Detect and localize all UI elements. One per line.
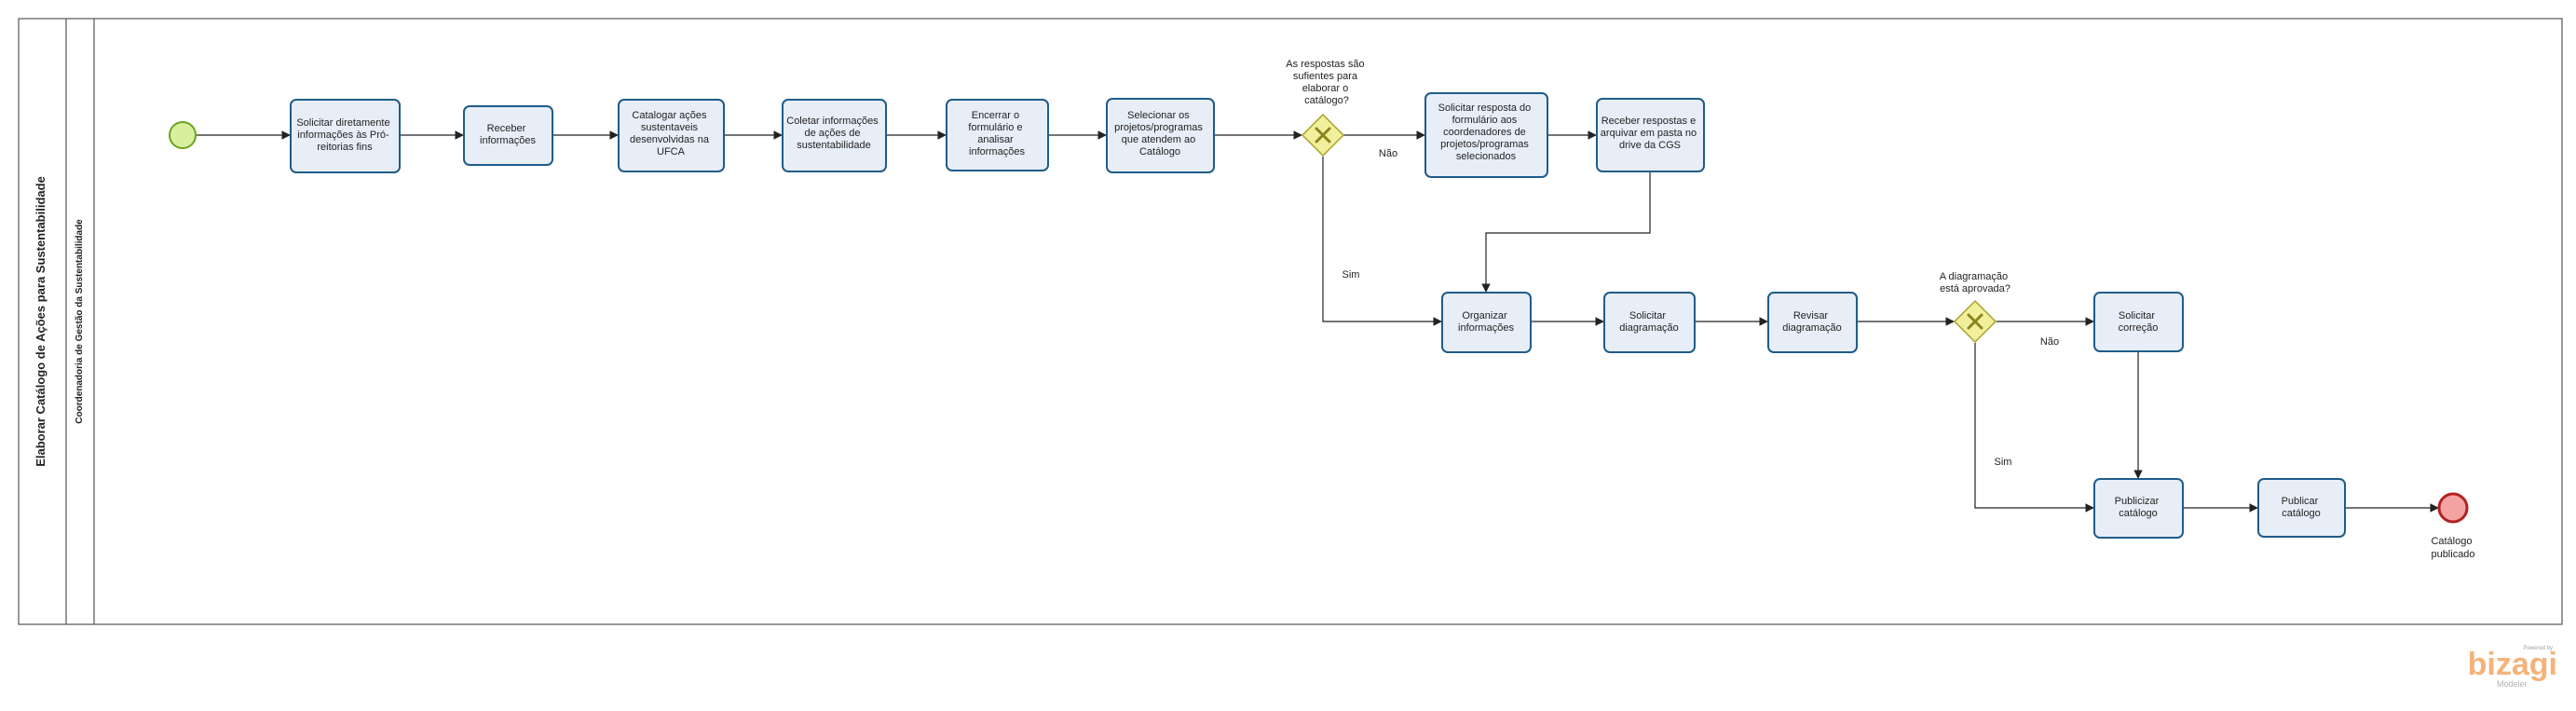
task-label: Receber respostas e arquivar em pasta no… <box>1601 116 1699 151</box>
task-encerrar-formulario[interactable]: Encerrar o formulário e analisar informa… <box>946 99 1049 171</box>
task-label: Publicizar catálogo <box>2115 496 2162 519</box>
task-label: Publicar catálogo <box>2282 496 2322 519</box>
task-receber-respostas[interactable]: Receber respostas e arquivar em pasta no… <box>1596 98 1705 172</box>
task-label: Solicitar resposta do formulário aos coo… <box>1438 103 1534 162</box>
task-label: Solicitar correção <box>2119 310 2159 334</box>
lane-title: Coordenadoria de Gestão da Sustentabilid… <box>75 219 85 424</box>
g2-no-label: Não <box>2040 336 2059 348</box>
x-icon <box>1967 313 1983 330</box>
gateway-diagramacao-aprovada[interactable]: A diagramação está aprovada? <box>1940 271 2010 344</box>
task-receber-informacoes[interactable]: Receber informações <box>463 105 553 166</box>
g1-no-label: Não <box>1379 148 1397 159</box>
task-label: Revisar diagramação <box>1782 310 1842 334</box>
flow-g1-t9 <box>1322 157 1442 326</box>
start-event[interactable] <box>169 121 197 149</box>
task-label: Catalogar ações sustentaveis desenvolvid… <box>630 110 712 157</box>
g1-yes-label: Sim <box>1343 269 1360 280</box>
end-event[interactable] <box>2437 492 2469 524</box>
end-event-label: Catálogo publicado <box>2431 536 2474 560</box>
flow-g2-t13 <box>1974 343 2094 513</box>
task-label: Encerrar o formulário e analisar informa… <box>968 110 1025 157</box>
task-solicitar-diagramacao[interactable]: Solicitar diagramação <box>1603 292 1696 353</box>
task-organizar-informacoes[interactable]: Organizar informações <box>1441 292 1532 353</box>
sequence-flows <box>197 130 2439 513</box>
task-solicitar-resposta[interactable]: Solicitar resposta do formulário aos coo… <box>1424 92 1548 178</box>
svg-text:Modeler: Modeler <box>2497 679 2528 689</box>
task-label: Coletar informações de ações de sustenta… <box>786 116 881 151</box>
task-publicizar-catalogo[interactable]: Publicizar catálogo <box>2093 478 2184 539</box>
x-icon <box>1315 127 1331 144</box>
task-revisar-diagramacao[interactable]: Revisar diagramação <box>1767 292 1858 353</box>
task-selecionar-projetos[interactable]: Selecionar os projetos/programas que ate… <box>1106 98 1215 173</box>
task-label: Organizar informações <box>1458 310 1514 334</box>
gateway-respostas-suficientes[interactable]: As respostas são sufientes para elaborar… <box>1286 59 1367 157</box>
svg-text:bizagi: bizagi <box>2468 647 2557 682</box>
task-publicar-catalogo[interactable]: Publicar catálogo <box>2257 478 2346 538</box>
task-label: Selecionar os projetos/programas que ate… <box>1114 110 1206 157</box>
task-solicitar-correcao[interactable]: Solicitar correção <box>2093 292 2184 352</box>
pool-title: Elaborar Catálogo de Ações para Sustenta… <box>34 176 48 467</box>
flow-t8-t9 <box>1481 171 1651 293</box>
task-catalogar-acoes[interactable]: Catalogar ações sustentaveis desenvolvid… <box>618 99 725 172</box>
task-label: Receber informações <box>480 123 536 146</box>
gateway-label: As respostas são sufientes para elaborar… <box>1286 59 1367 106</box>
g2-yes-label: Sim <box>1995 457 2012 468</box>
bizagi-logo: Powered by bizagi Modeler <box>2468 646 2557 689</box>
gateway-label: A diagramação está aprovada? <box>1940 271 2010 294</box>
task-solicitar-informacoes[interactable]: Solicitar diretamente informações às Pró… <box>290 99 401 173</box>
task-label: Solicitar diretamente informações às Pró… <box>296 117 392 153</box>
svg-text:Powered by: Powered by <box>2523 646 2553 651</box>
task-coletar-informacoes[interactable]: Coletar informações de ações de sustenta… <box>782 99 887 172</box>
task-label: Solicitar diagramação <box>1619 310 1679 334</box>
